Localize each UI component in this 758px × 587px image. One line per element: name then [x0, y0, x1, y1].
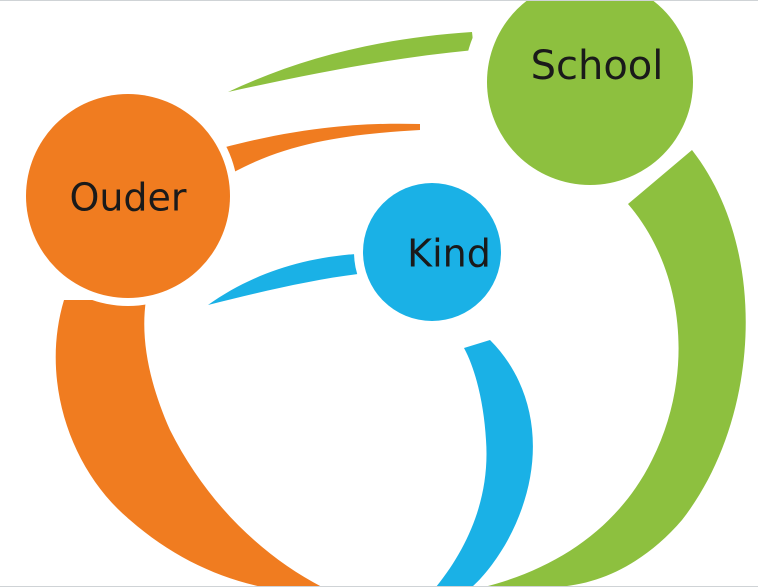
school-label: School: [531, 43, 664, 89]
school-upper-arc: [228, 32, 474, 92]
kind-label: Kind: [407, 232, 491, 276]
school-circle: [487, 0, 693, 185]
ouder-circle: [26, 94, 230, 298]
ouder-body-arc: [55, 300, 322, 587]
kind-circle: [363, 183, 501, 321]
kind-body-arc: [436, 340, 533, 587]
ouder-upper-arc: [222, 123, 420, 172]
ouder-label: Ouder: [69, 176, 186, 220]
frame-top-line: [0, 0, 758, 1]
school-body-arc: [484, 150, 746, 587]
kind-upper-arc: [208, 254, 358, 305]
